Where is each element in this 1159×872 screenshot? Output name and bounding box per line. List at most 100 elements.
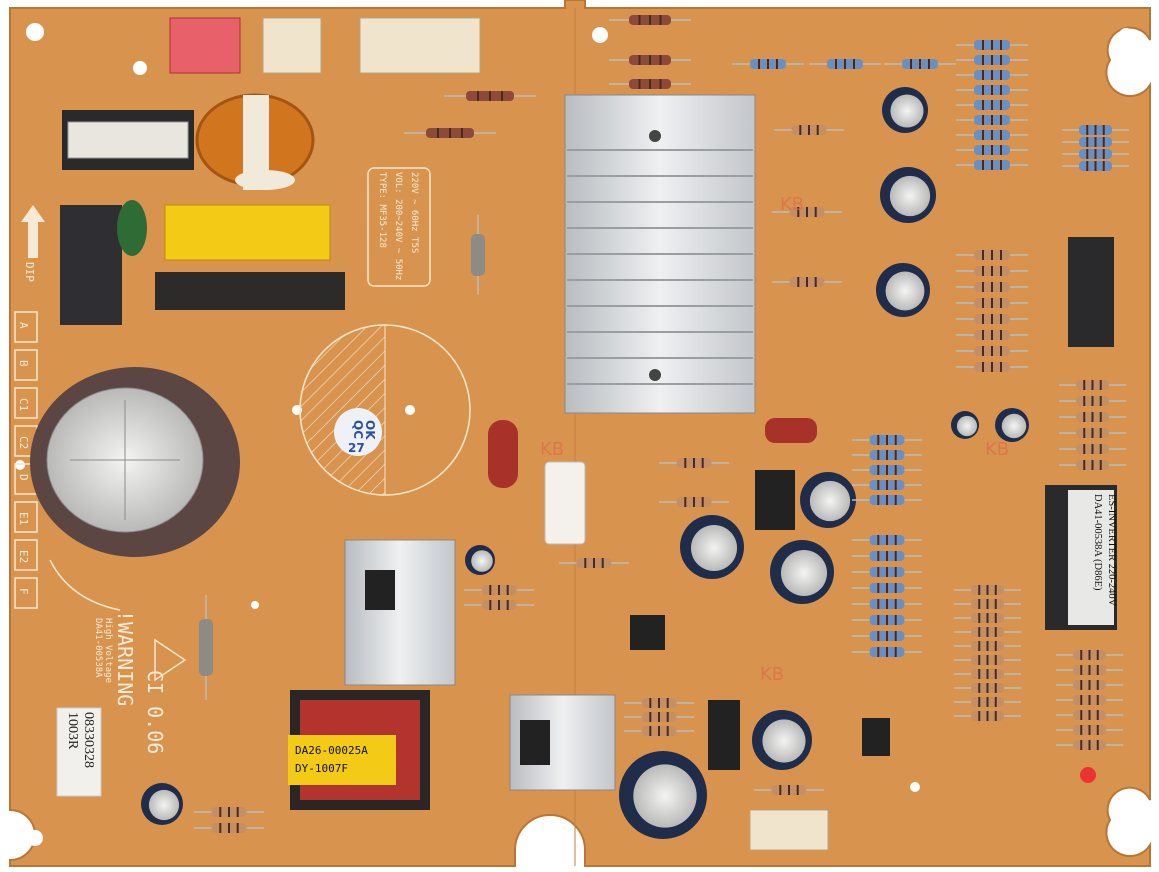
dip-letter: B: [17, 360, 30, 367]
resistor: [1056, 740, 1123, 750]
ic-description: ES-INVERTER 220-240V: [1106, 494, 1117, 607]
resistor: [852, 435, 922, 445]
electrolytic-capacitor: [882, 87, 928, 133]
resistor: [954, 585, 1021, 595]
bridge-rectifier: [755, 470, 795, 530]
warning-line1: High Voltage: [103, 618, 113, 683]
electrolytic-capacitor: [995, 408, 1029, 442]
small-heatsinks: [344, 539, 616, 791]
resistor: [954, 641, 1021, 651]
resistor: [956, 282, 1028, 292]
resistor: [954, 599, 1021, 609]
resistor: [754, 785, 824, 795]
film-capacitor: [488, 420, 518, 488]
electrolytic-capacitor: [680, 515, 744, 579]
black-component: [155, 272, 345, 310]
qc-text: QC: [351, 420, 365, 439]
resistor: [956, 314, 1028, 324]
resistor: [624, 726, 694, 736]
resistor: [956, 298, 1028, 308]
dip-label: DIP: [23, 262, 36, 282]
resistor: [772, 277, 842, 287]
mounting-holes: [15, 23, 1133, 846]
resistor: [444, 91, 536, 101]
dip-letter: E1: [17, 512, 30, 525]
resistor: [956, 115, 1028, 125]
dip-letter: C2: [17, 436, 30, 449]
resistor: [956, 70, 1028, 80]
qc-number-text: 27: [348, 441, 365, 455]
resistor: [852, 465, 922, 475]
electrolytic-capacitor: [770, 540, 834, 604]
rating-silkscreen: TYPE: MF35-128 VOL: 200~240V ~ 50Hz 220V…: [367, 167, 431, 287]
resistor: [194, 823, 264, 833]
rating-voltage-text: VOL: 200~240V ~ 50Hz: [393, 172, 403, 280]
resistor: [852, 480, 922, 490]
dip-ic: [1068, 237, 1114, 347]
resistor: [659, 458, 729, 468]
electrolytic-capacitor: [465, 545, 495, 575]
rating-type-text: TYPE: MF35-128: [377, 172, 387, 248]
resistor: [954, 669, 1021, 679]
connectors: [169, 17, 829, 851]
main-capacitor: [30, 367, 240, 557]
resistor: [1059, 460, 1126, 470]
resistor: [1056, 725, 1123, 735]
resistor: [1056, 680, 1123, 690]
optocoupler-2: [862, 718, 890, 756]
resistor: [1059, 380, 1126, 390]
resistor: [772, 207, 842, 217]
transformer-model: DY-1007F: [295, 762, 348, 775]
electrolytic-capacitor: [880, 167, 936, 223]
dip-letter: A: [17, 322, 30, 329]
resistor: [1056, 695, 1123, 705]
resistor: [609, 15, 691, 25]
electrolytic-capacitor: [619, 751, 707, 839]
serial-number: 08330328: [81, 712, 96, 768]
resistor: [956, 40, 1028, 50]
resistor-vertical: [471, 215, 485, 295]
resistor: [1062, 149, 1129, 159]
warning-line2: DA41-00538A: [93, 618, 103, 678]
watermark: KB: [985, 439, 1009, 460]
watermark: KB: [780, 194, 804, 215]
electrolytic-capacitor: [876, 263, 930, 317]
resistor: [956, 266, 1028, 276]
resistor: [954, 613, 1021, 623]
resistor: [956, 362, 1028, 372]
resistor: [809, 59, 881, 69]
dip-letter: D: [17, 474, 30, 481]
resistor: [1056, 665, 1123, 675]
resistor: [954, 697, 1021, 707]
electrolytic-capacitor: [800, 472, 856, 528]
resistor: [1056, 650, 1123, 660]
resistor: [852, 450, 922, 460]
resistor: [609, 79, 691, 89]
dip-letter: E2: [17, 550, 30, 563]
resistor: [1059, 428, 1126, 438]
resistor: [956, 250, 1028, 260]
resistor: [852, 631, 922, 641]
rating-frequency-text: 220V ~ 60Hz T5S: [409, 172, 419, 253]
watermark: KB: [760, 664, 784, 685]
film-capacitor-small: [765, 418, 817, 443]
controller-ic: DA41-00538A (D86E) ES-INVERTER 220-240V: [1045, 485, 1117, 630]
resistor: [404, 128, 496, 138]
fuse: [62, 110, 194, 170]
resistor: [956, 130, 1028, 140]
resistor: [956, 55, 1028, 65]
resistor: [774, 125, 844, 135]
resistor: [464, 585, 534, 595]
resistor: [1059, 412, 1126, 422]
dip-letter: F: [17, 588, 30, 595]
resistor: [956, 145, 1028, 155]
resistor: [956, 100, 1028, 110]
resistor: [1059, 396, 1126, 406]
resistor: [956, 160, 1028, 170]
white-connector-bottom: [749, 809, 829, 851]
resistor: [624, 698, 694, 708]
resistor: [852, 551, 922, 561]
resistor: [852, 535, 922, 545]
